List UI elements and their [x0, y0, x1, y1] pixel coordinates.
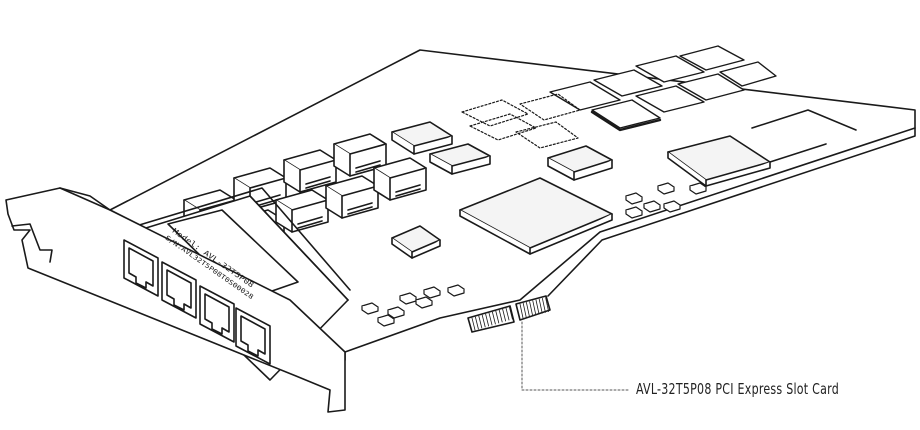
- memory-chip-grid: [549, 45, 777, 132]
- smd-components: [361, 182, 707, 327]
- callout-leader-line: [521, 321, 631, 391]
- ic-footprint-dotted: [461, 93, 581, 149]
- pcie-gold-fingers: [467, 295, 551, 333]
- rj45-port-icon: [123, 239, 159, 297]
- rj45-port-icon: [235, 307, 271, 365]
- secondary-processor-chip: [667, 135, 771, 187]
- chip-footprint-outline: [751, 109, 857, 163]
- card-callout-label: AVL-32T5P08 PCI Express Slot Card: [636, 380, 840, 398]
- rj45-port-icon: [161, 261, 197, 319]
- rj45-port-icon: [199, 285, 235, 343]
- small-ic-chips: [391, 121, 613, 259]
- rj45-port-row: [123, 239, 271, 365]
- main-processor-chip: [459, 177, 613, 255]
